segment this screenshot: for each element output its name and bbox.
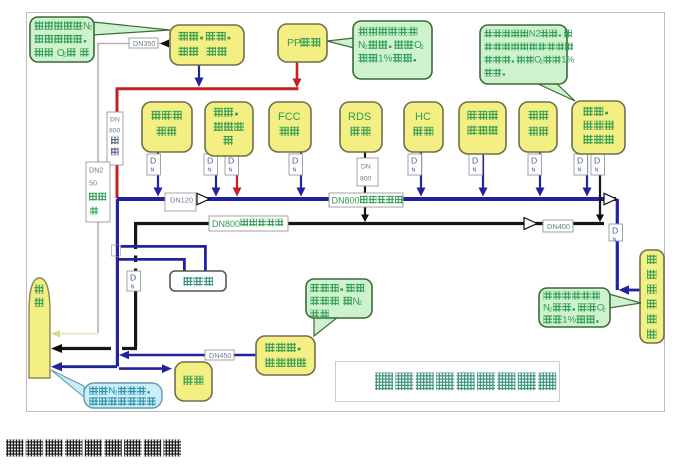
svg-text:2: 2 [89, 26, 93, 32]
svg-text:HC: HC [415, 111, 431, 123]
svg-text:N: N [358, 40, 365, 51]
svg-text:N: N [131, 285, 135, 291]
svg-text:2: 2 [63, 53, 67, 59]
svg-text:N: N [613, 238, 617, 244]
svg-text:2: 2 [549, 307, 552, 313]
svg-text:2: 2 [540, 59, 543, 65]
svg-text:D: D [531, 156, 537, 166]
svg-text:N: N [595, 168, 599, 174]
svg-text:800: 800 [109, 128, 121, 135]
svg-text:DN350: DN350 [133, 39, 155, 48]
svg-text:N: N [208, 168, 212, 174]
svg-text:N: N [532, 168, 536, 174]
svg-text:RDS: RDS [348, 111, 371, 123]
svg-text:N: N [543, 303, 550, 314]
svg-text:D: D [612, 226, 618, 236]
svg-text:PP: PP [287, 37, 301, 49]
svg-text:DN2: DN2 [89, 166, 103, 175]
svg-text:2: 2 [364, 44, 368, 51]
svg-text:1%: 1% [378, 53, 393, 64]
svg-text:N: N [353, 296, 360, 307]
svg-text:N: N [578, 168, 582, 174]
svg-text:D: D [207, 156, 213, 166]
svg-text:D: D [411, 156, 417, 166]
svg-text:50: 50 [89, 179, 97, 188]
svg-text:D: D [130, 273, 136, 283]
svg-text:2: 2 [420, 44, 424, 51]
svg-text:O: O [57, 48, 65, 59]
svg-text:N: N [108, 386, 115, 397]
svg-text:N: N [473, 168, 477, 174]
svg-text:D: D [292, 156, 298, 166]
svg-text:DN: DN [361, 164, 371, 171]
svg-text:N: N [151, 168, 155, 174]
svg-text:D: D [228, 156, 234, 166]
svg-text:DN800: DN800 [332, 196, 360, 206]
svg-text:N: N [412, 168, 416, 174]
svg-text:O: O [414, 40, 422, 51]
svg-text:N: N [293, 168, 297, 174]
svg-text:DN450: DN450 [209, 351, 231, 360]
svg-text:N: N [229, 168, 233, 174]
svg-text:DN120: DN120 [170, 196, 193, 205]
svg-text:2: 2 [114, 390, 117, 396]
svg-text:2: 2 [603, 307, 606, 313]
svg-text:DN800: DN800 [212, 219, 240, 229]
svg-text:O: O [597, 303, 604, 314]
svg-text:800: 800 [360, 176, 372, 183]
svg-text:D: D [472, 156, 478, 166]
svg-text:D: D [577, 156, 583, 166]
svg-text:DN: DN [110, 117, 120, 124]
svg-text:O: O [534, 55, 541, 65]
svg-text:1%: 1% [562, 315, 576, 326]
svg-text:FCC: FCC [278, 111, 301, 123]
svg-text:1%: 1% [561, 55, 574, 65]
svg-text:N2: N2 [529, 29, 541, 39]
svg-text:DN400: DN400 [547, 222, 570, 231]
svg-text:2: 2 [359, 301, 363, 307]
svg-text:D: D [150, 156, 156, 166]
svg-text:N: N [83, 21, 90, 32]
svg-text:D: D [594, 156, 600, 166]
